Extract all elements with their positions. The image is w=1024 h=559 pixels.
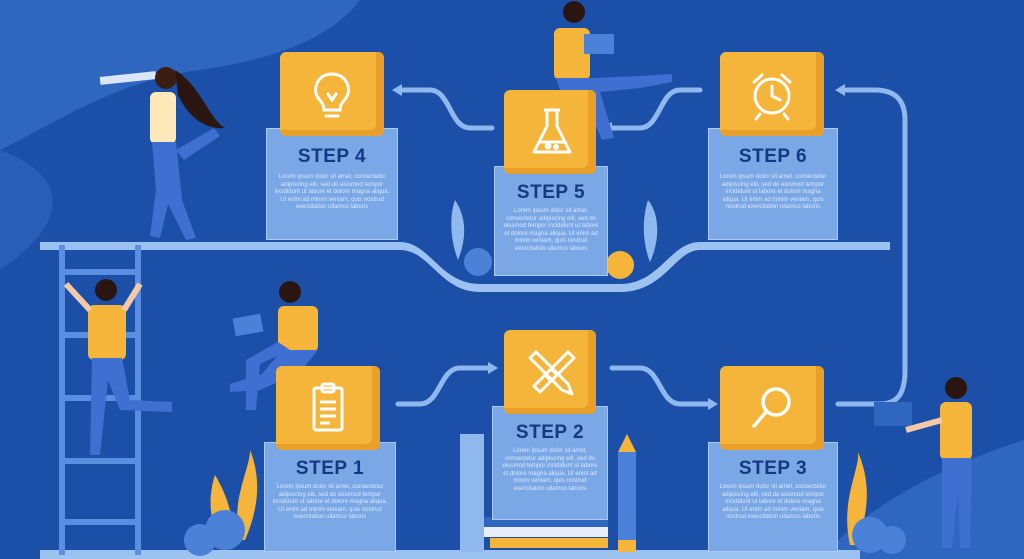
plant-left-bush bbox=[184, 510, 245, 556]
document-icon bbox=[312, 382, 344, 432]
step-3-icon-box bbox=[720, 366, 824, 450]
step-3-body: Lorem ipsum dolor sit amet, consectetur … bbox=[719, 484, 827, 521]
arrow-1-to-2 bbox=[395, 365, 491, 407]
step-6-icon-box bbox=[720, 52, 824, 136]
flask-icon bbox=[532, 108, 572, 154]
person-ladder bbox=[63, 279, 172, 455]
step-3-card: STEP 3 Lorem ipsum dolor sit amet, conse… bbox=[708, 366, 838, 552]
arrow-2-to-3 bbox=[609, 365, 711, 407]
step-2-panel bbox=[492, 406, 608, 520]
magnifier-icon bbox=[752, 387, 791, 428]
person-sitting-laptop bbox=[230, 281, 318, 410]
arrow-3-to-6 bbox=[835, 87, 908, 407]
step-6-body: Lorem ipsum dolor sit amet, consectetur … bbox=[719, 174, 827, 211]
step-1-card: STEP 1 Lorem ipsum dolor sit amet, conse… bbox=[264, 366, 396, 552]
bush-middle-blue bbox=[464, 248, 492, 276]
plant-middle bbox=[451, 200, 658, 262]
step-3-label: STEP 3 bbox=[738, 458, 808, 479]
pencil bbox=[618, 434, 636, 552]
person-tablet-right bbox=[874, 377, 972, 548]
bush-middle bbox=[606, 251, 634, 279]
step-2-label: STEP 2 bbox=[515, 422, 585, 443]
step-4-label: STEP 4 bbox=[297, 146, 367, 167]
arrow-5-to-4 bbox=[399, 87, 495, 131]
step-1-icon-box bbox=[276, 366, 380, 450]
step-4-card: STEP 4 Lorem ipsum dolor sit amet, conse… bbox=[266, 52, 398, 240]
floor bbox=[40, 550, 860, 559]
step-6-card: STEP 6 Lorem ipsum dolor sit amet, conse… bbox=[708, 52, 838, 240]
step-5-label: STEP 5 bbox=[516, 182, 586, 203]
alarm-clock-icon bbox=[752, 73, 792, 121]
person-telescope bbox=[99, 67, 225, 240]
lightbulb-icon bbox=[314, 72, 350, 118]
ruler bbox=[460, 434, 484, 552]
step-1-body: Lorem ipsum dolor sit amet, consectetur … bbox=[272, 484, 388, 521]
step-1-label: STEP 1 bbox=[295, 458, 365, 479]
step-6-label: STEP 6 bbox=[738, 146, 808, 167]
step-4-panel bbox=[266, 128, 398, 240]
step-5-panel bbox=[494, 166, 608, 276]
step-5-body: Lorem ipsum dolor sit amet, consectetur … bbox=[503, 208, 599, 252]
step-4-icon-box bbox=[280, 52, 384, 136]
step-1-panel bbox=[264, 442, 396, 552]
arrow-6-to-5 bbox=[609, 87, 703, 131]
step-2-icon-box bbox=[504, 330, 596, 414]
step-5-card: STEP 5 Lorem ipsum dolor sit amet, conse… bbox=[494, 90, 608, 276]
books-stack bbox=[478, 517, 608, 548]
step-2-card: STEP 2 Lorem ipsum dolor sit amet, conse… bbox=[492, 330, 608, 520]
step-3-panel bbox=[708, 442, 838, 552]
upper-shelf bbox=[40, 242, 890, 292]
background-wave-left bbox=[0, 150, 53, 270]
step-2-body: Lorem ipsum dolor sit amet, consectetur … bbox=[502, 448, 598, 492]
background-wave-top bbox=[0, 0, 360, 150]
step-4-body: Lorem ipsum dolor sit amet, consectetur … bbox=[274, 174, 390, 211]
flow-arrows bbox=[395, 87, 908, 407]
pencil-ruler-icon bbox=[528, 350, 576, 396]
step-5-icon-box bbox=[504, 90, 596, 174]
plant-right-bush bbox=[852, 517, 906, 554]
